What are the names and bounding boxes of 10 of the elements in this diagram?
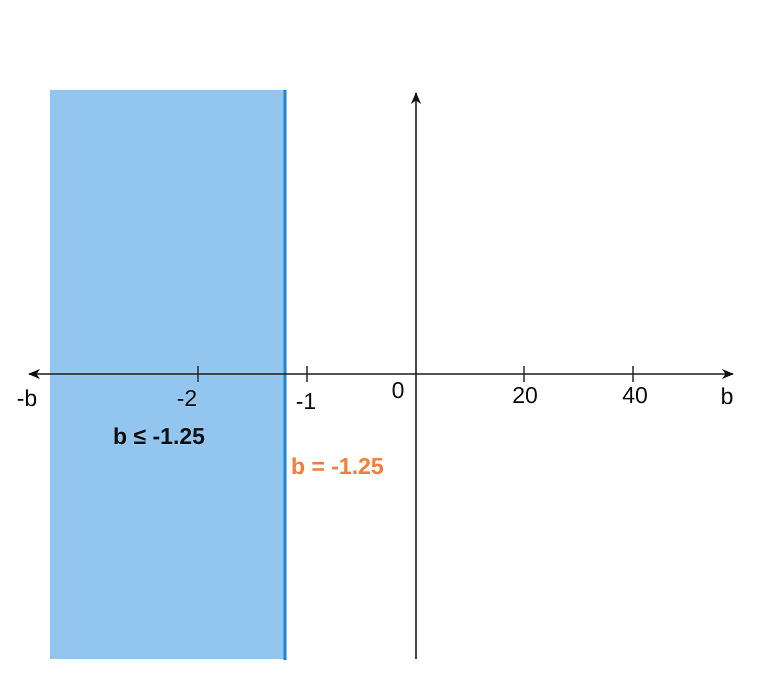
- axis-label: -1: [296, 390, 316, 413]
- axis-label: 0: [392, 379, 404, 402]
- axis-label: -2: [176, 387, 198, 410]
- axis-label: -b: [16, 387, 38, 410]
- axis-label: 40: [622, 384, 648, 407]
- axis-label: 20: [512, 384, 538, 407]
- inequality-label: b ≤ -1.25: [113, 425, 205, 448]
- axis-label: b: [720, 385, 734, 408]
- shaded-region: [50, 90, 284, 659]
- boundary-label: b = -1.25: [291, 455, 384, 478]
